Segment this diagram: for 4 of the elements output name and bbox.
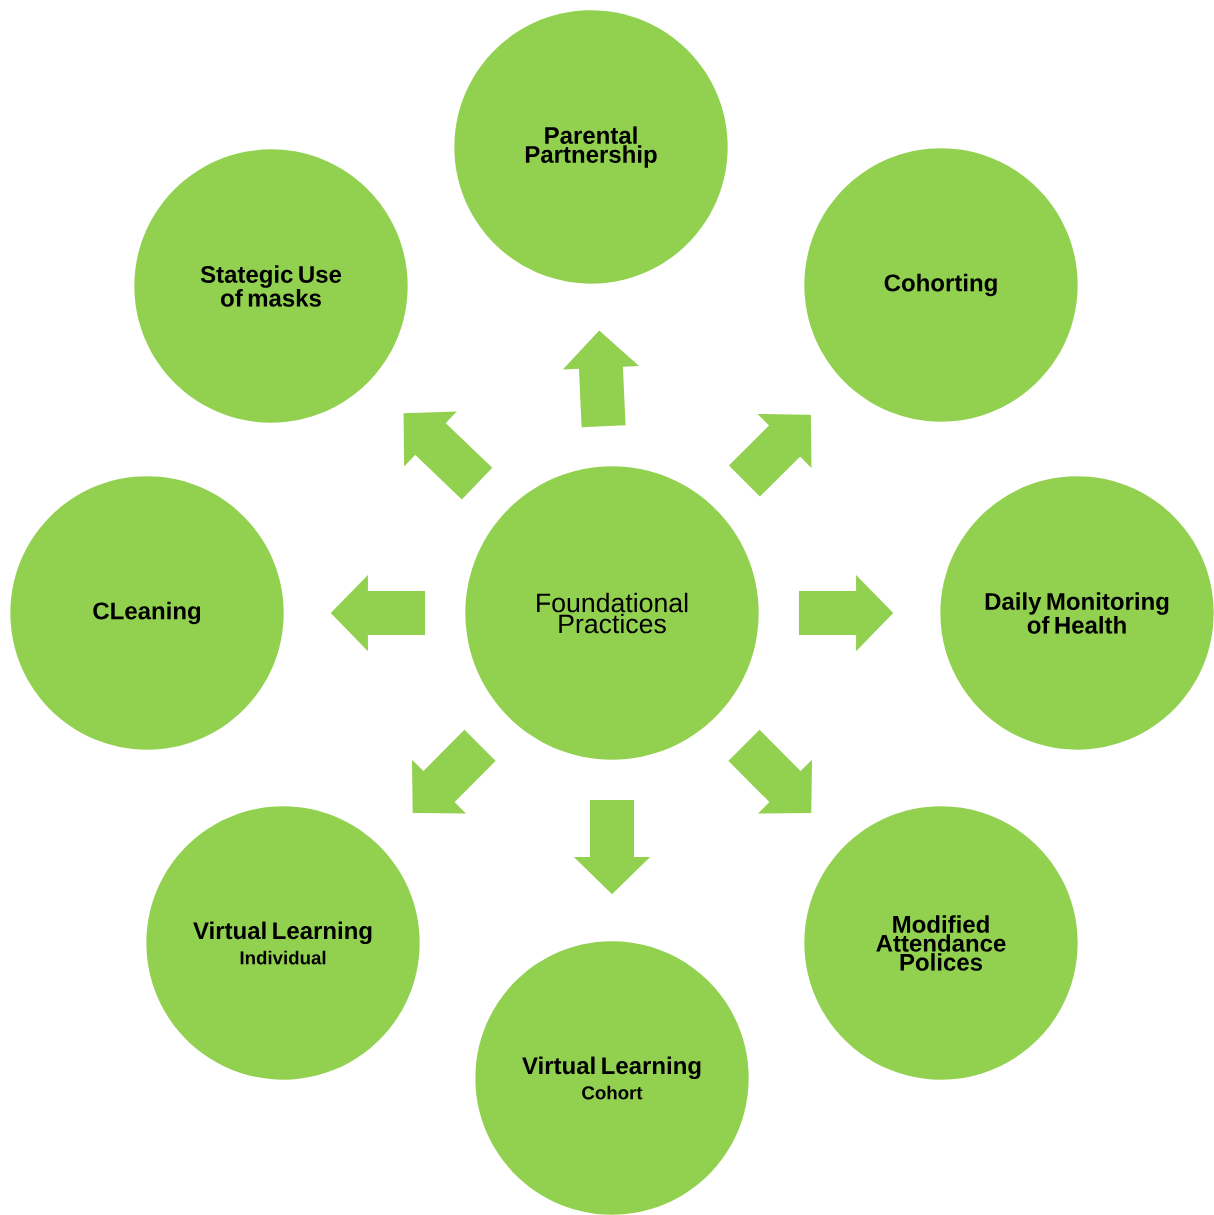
block-arrow (403, 411, 493, 500)
block-arrow (728, 729, 813, 814)
block-arrow (728, 414, 812, 497)
block-arrow (412, 729, 496, 814)
